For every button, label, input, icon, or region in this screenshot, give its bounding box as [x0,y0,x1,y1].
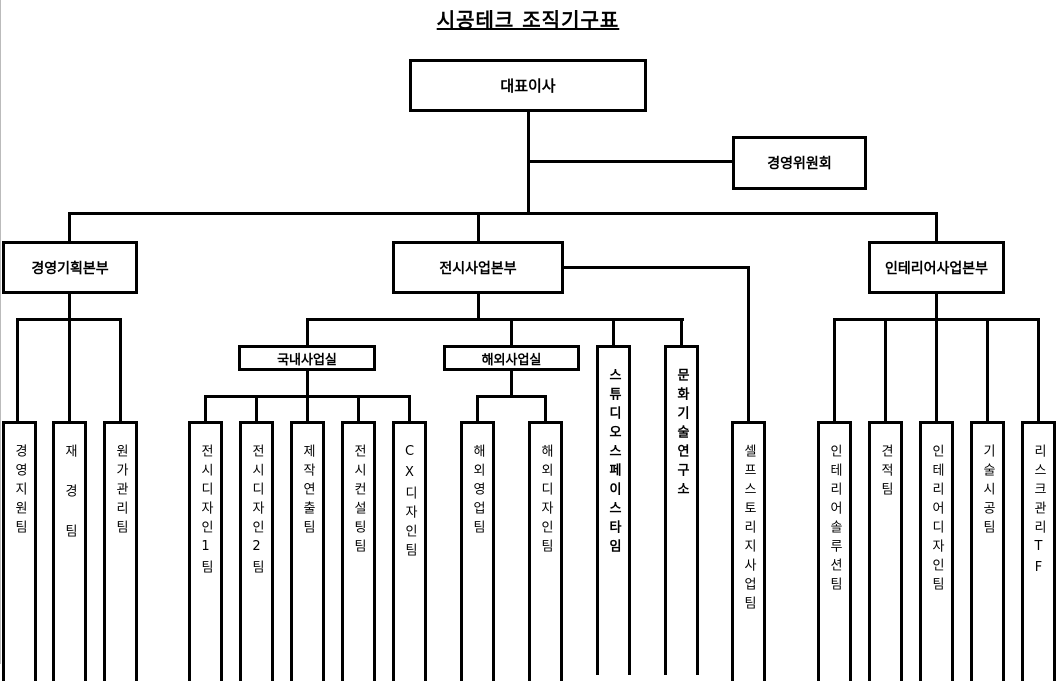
team-box: 인테리어솔루션팀 [817,421,852,681]
team-label: 스튜디오스페이스타임 [606,368,621,558]
connector [680,318,683,346]
connector [935,292,938,320]
connector [306,318,309,346]
team-label: 해외디자인팀 [538,444,553,558]
domestic-office-box: 국내사업실 [238,345,376,371]
connector [527,160,733,163]
connector [612,318,615,346]
team-box: 인테리어디자인팀 [919,421,954,681]
team-label: 셀프스토리지사업팀 [741,444,756,615]
interior-division-box: 인테리어사업본부 [868,241,1005,294]
team-box: 견적팀 [868,421,903,681]
team-label: 재 경 팀 [62,444,77,543]
team-box: 리스크관리TF [1021,421,1056,681]
connector [476,395,547,398]
team-box: CX디자인팀 [392,421,427,681]
connector [884,318,887,422]
self-storage-team-box: 셀프스토리지사업팀 [731,421,766,681]
connector [68,318,71,422]
overseas-office-box: 해외사업실 [443,345,580,371]
page-left-edge [0,0,1,664]
office-label: 국내사업실 [277,352,337,368]
division-label: 경영기획본부 [31,260,109,277]
team-box: 전시컨설팅팀 [341,421,376,681]
team-label: 견적팀 [878,444,893,501]
connector [306,369,309,397]
connector [986,318,989,422]
connector [68,212,938,215]
committee-box: 경영위원회 [732,136,867,190]
connector [357,395,360,422]
division-label: 전시사업본부 [439,260,517,277]
connector [544,395,547,422]
connector [562,266,750,269]
connector [408,395,411,422]
connector [747,266,750,422]
connector [477,292,480,320]
connector [306,318,684,321]
connector [527,111,530,215]
team-label: CX디자인팀 [402,444,417,562]
chart-title: 시공테크 조직기구표 [436,8,620,32]
connector [255,395,258,422]
team-label: 해외영업팀 [470,444,485,539]
team-box: 해외영업팀 [460,421,495,681]
team-box: 기술시공팀 [970,421,1005,681]
team-label: 문화기술연구소 [674,368,689,501]
connector [68,292,71,320]
team-box: 경영지원팀 [2,421,37,681]
management-division-box: 경영기획본부 [2,241,138,294]
connector [204,395,207,422]
team-box: 원가관리팀 [103,421,138,681]
team-label: 전시컨설팅팀 [351,444,366,558]
team-label: 원가관리팀 [113,444,128,539]
connector [476,395,479,422]
team-box: 재 경 팀 [52,421,87,681]
connector [935,318,938,422]
team-box: 전시디자인1팀 [188,421,223,681]
institute-box: 문화기술연구소 [664,345,699,675]
team-label: 전시디자인1팀 [198,444,213,579]
team-box: 전시디자인2팀 [239,421,274,681]
connector [510,369,513,397]
connector [16,318,19,422]
team-label: 인테리어디자인팀 [929,444,944,596]
connector [68,212,71,242]
connector [306,395,309,422]
team-label: 인테리어솔루션팀 [827,444,842,596]
office-label: 해외사업실 [481,352,542,368]
committee-label: 경영위원회 [767,156,832,172]
team-label: 리스크관리TF [1031,444,1046,581]
team-label: 경영지원팀 [12,444,27,539]
connector [477,212,480,242]
team-box: 해외디자인팀 [528,421,563,681]
team-box: 제작연출팀 [290,421,325,681]
studio-box: 스튜디오스페이스타임 [596,345,631,675]
connector [1037,318,1040,422]
ceo-box: 대표이사 [409,59,647,112]
connector [935,212,938,242]
team-label: 전시디자인2팀 [249,444,264,579]
division-label: 인테리어사업본부 [884,260,989,277]
team-label: 기술시공팀 [980,444,995,539]
connector [510,318,513,346]
team-label: 제작연출팀 [300,444,315,539]
exhibition-division-box: 전시사업본부 [392,241,564,294]
ceo-label: 대표이사 [500,77,556,95]
connector [119,318,122,422]
connector [833,318,836,422]
